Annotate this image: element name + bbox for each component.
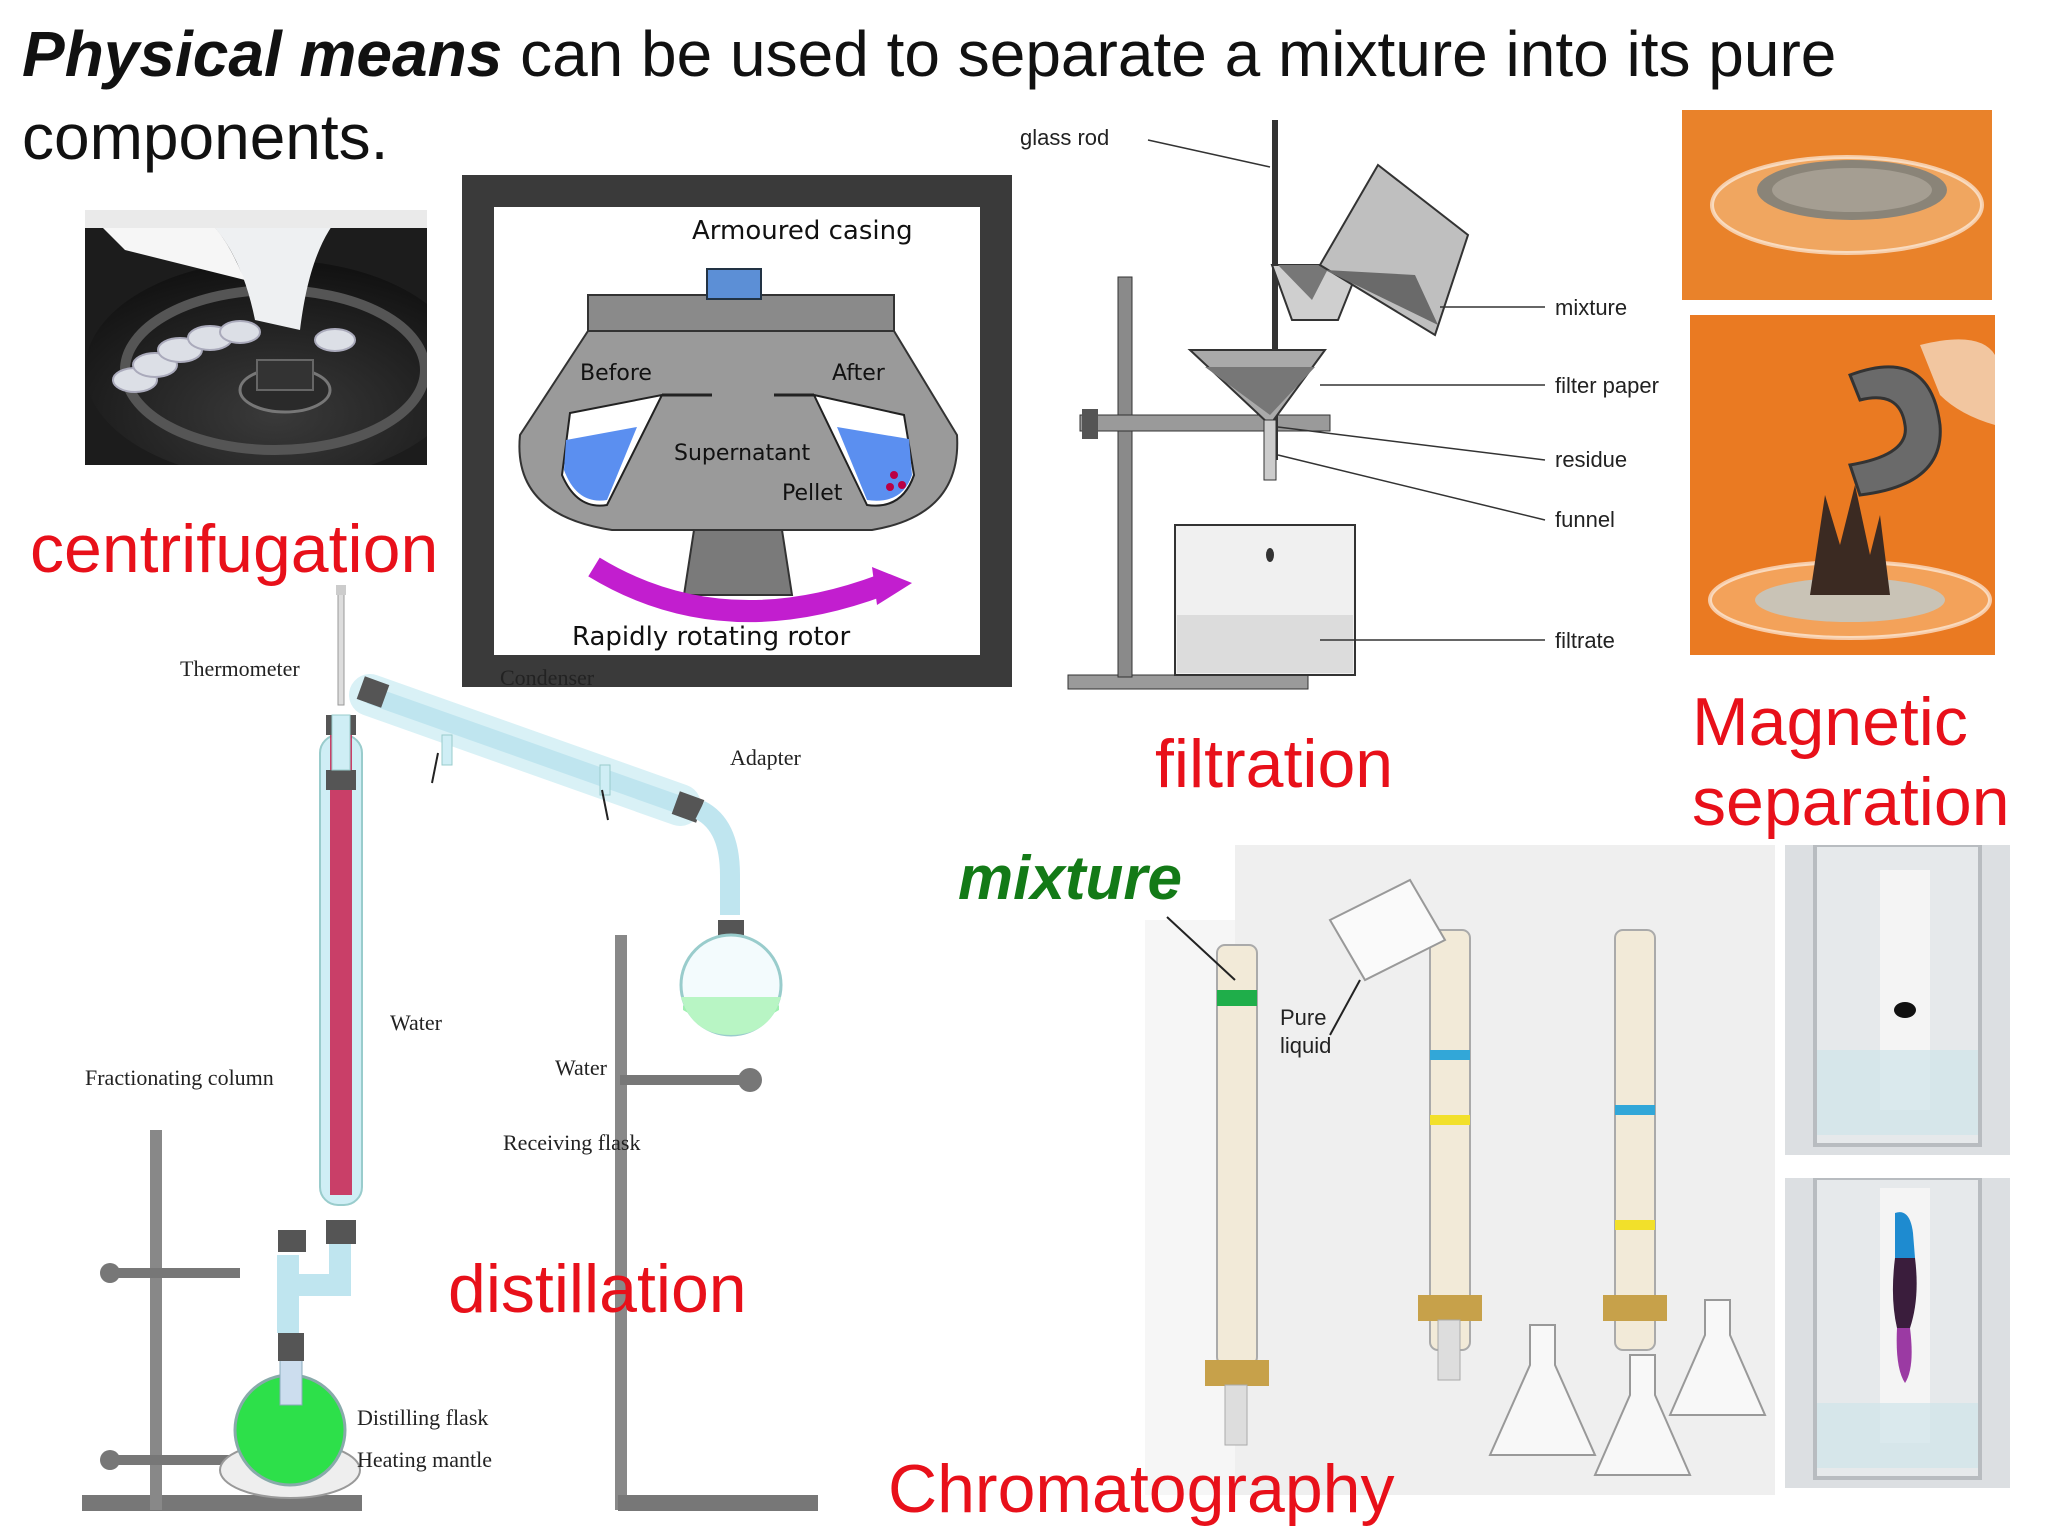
title-rest: can be used to separate a mixture into i… (502, 18, 1837, 90)
column-3 (1603, 929, 1667, 1351)
mixture-label: mixture (958, 844, 1182, 913)
beaker-pouring (1328, 878, 1447, 982)
title-line-2: components. (22, 101, 389, 173)
chromatography-label: Chromatography (888, 1451, 1395, 1527)
filtration-mixture-label: mixture (1555, 295, 1627, 320)
filtration-funnel-label: funnel (1555, 507, 1615, 532)
centrifuge-before-label: Before (580, 361, 652, 386)
flasks (1488, 1299, 1767, 1476)
adapter-label: Adapter (730, 745, 802, 770)
water-out-label: Water (555, 1055, 608, 1080)
receiving-flask-label: Receiving flask (503, 1130, 640, 1155)
filtration-filtrate-label: filtrate (1555, 628, 1615, 653)
magnetic-label-line-2: separation (1692, 764, 2010, 840)
filtration-diagram: glass rod mixture filter paper residue f… (1020, 120, 1659, 690)
tube-before (560, 393, 664, 507)
column-chromatography-diagram: Pure liquid (1145, 845, 1775, 1495)
condenser-label: Condenser (500, 665, 595, 690)
centrifuge-casing-label: Armoured casing (692, 216, 913, 246)
paper-chromatography-before (1785, 845, 2010, 1155)
pure-liquid-label-line-2: liquid (1280, 1033, 1331, 1058)
paper-chromatography-after (1785, 1178, 2010, 1488)
centrifuge-diagram: Armoured casing Before After Supernatant… (462, 175, 1012, 687)
magnetic-photo-magnet (1690, 315, 1995, 655)
pure-liquid-label-line-1: Pure (1280, 1005, 1326, 1030)
magnetic-photo-mixture (1682, 110, 1992, 300)
centrifuge-rotor-label: Rapidly rotating rotor (572, 622, 850, 652)
centrifuge-after-label: After (832, 361, 886, 386)
column-1 (1205, 944, 1269, 1446)
heating-mantle-label: Heating mantle (357, 1447, 492, 1472)
fractionating-column-label: Fractionating column (85, 1065, 274, 1090)
filtration-glass-rod-label: glass rod (1020, 125, 1109, 150)
distilling-flask-label: Distilling flask (357, 1405, 488, 1430)
filtration-filter-paper-label: filter paper (1555, 373, 1659, 398)
water-in-label: Water (390, 1010, 443, 1035)
centrifuge-supernatant-label: Supernatant (674, 441, 811, 466)
centrifugation-label: centrifugation (30, 511, 439, 587)
tube-after (812, 393, 916, 507)
title-line-1: Physical means can be used to separate a… (22, 22, 1836, 86)
distillation-label: distillation (448, 1251, 747, 1327)
centrifuge-photo (85, 210, 427, 465)
filtration-label: filtration (1155, 726, 1394, 802)
filtration-residue-label: residue (1555, 447, 1627, 472)
column-2 (1418, 929, 1482, 1381)
centrifuge-pellet-label: Pellet (782, 481, 843, 506)
title-emphasis: Physical means (22, 18, 503, 90)
distillation-diagram: Thermometer Condenser Adapter Water Wate… (82, 585, 818, 1511)
magnetic-label-line-1: Magnetic (1692, 684, 1968, 760)
thermometer-label: Thermometer (180, 656, 300, 681)
